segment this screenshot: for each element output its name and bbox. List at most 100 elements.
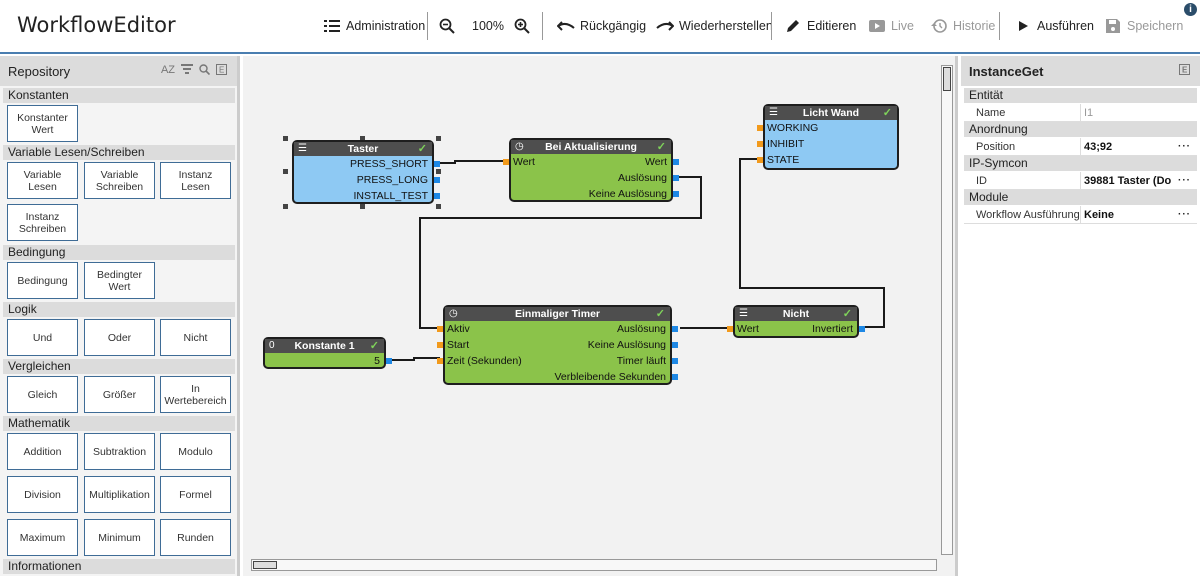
input-pin[interactable]	[437, 326, 443, 332]
vertical-scroll-thumb[interactable]	[943, 67, 951, 91]
more-button[interactable]: ···	[1178, 141, 1191, 152]
prop-row-id[interactable]: ID 39881 Taster (Do ···	[964, 172, 1197, 190]
run-button[interactable]: Ausführen	[1013, 15, 1094, 37]
input-pin[interactable]	[503, 159, 509, 165]
zoom-in-button[interactable]	[512, 15, 536, 37]
repo-item-instanz-lesen[interactable]: Instanz Lesen	[160, 162, 231, 199]
input-pin[interactable]	[727, 326, 733, 332]
undo-button[interactable]: Rückgängig	[556, 15, 646, 37]
prop-value[interactable]: 43;92	[1084, 141, 1113, 153]
category-mathematik[interactable]: Mathematik	[3, 416, 235, 431]
filter-icon[interactable]	[181, 64, 193, 78]
node-taster[interactable]: ☰Taster✓ PRESS_SHORT PRESS_LONG INSTALL_…	[292, 140, 440, 204]
repo-item-runden[interactable]: Runden	[160, 519, 231, 556]
category-logik[interactable]: Logik	[3, 302, 235, 317]
vertical-scrollbar[interactable]	[941, 65, 953, 555]
repo-item-in-wertebereich[interactable]: In Wertebereich	[160, 376, 231, 413]
repo-item-minimum[interactable]: Minimum	[84, 519, 155, 556]
horizontal-scrollbar[interactable]	[251, 559, 937, 571]
input-pin[interactable]	[757, 157, 763, 163]
zoom-out-button[interactable]	[437, 15, 461, 37]
output-pin[interactable]	[386, 358, 392, 364]
edit-button[interactable]: Editieren	[783, 15, 856, 37]
node-einmaliger-timer[interactable]: ◷Einmaliger Timer✓ Aktiv Start Zeit (Sek…	[437, 305, 678, 385]
output-timer-laeuft: Timer läuft	[616, 355, 666, 367]
repo-item-variable-lesen[interactable]: Variable Lesen	[7, 162, 78, 199]
prop-value[interactable]: I1	[1084, 107, 1094, 119]
input-pin[interactable]	[757, 141, 763, 147]
prop-value[interactable]: Keine	[1084, 209, 1114, 221]
selection-handle[interactable]	[360, 136, 365, 141]
pencil-icon	[783, 18, 803, 34]
output-pin[interactable]	[673, 191, 679, 197]
output-pin[interactable]	[672, 342, 678, 348]
repo-item-addition[interactable]: Addition	[7, 433, 78, 470]
input-pin[interactable]	[757, 125, 763, 131]
selection-handle[interactable]	[436, 204, 441, 209]
search-icon[interactable]	[199, 64, 211, 78]
repo-item-bedingter-wert[interactable]: Bedingter Wert	[84, 262, 155, 299]
category-vergleichen[interactable]: Vergleichen	[3, 359, 235, 374]
category-variable[interactable]: Variable Lesen/Schreiben	[3, 145, 235, 160]
export-icon[interactable]: E	[216, 64, 227, 78]
output-pin[interactable]	[434, 193, 440, 199]
repo-item-instanz-schreiben[interactable]: Instanz Schreiben	[7, 204, 78, 241]
input-pin[interactable]	[437, 342, 443, 348]
administration-button[interactable]: Administration	[322, 15, 425, 37]
category-informationen[interactable]: Informationen	[3, 559, 235, 574]
save-button[interactable]: Speichern	[1103, 15, 1183, 37]
export-icon[interactable]: E	[1179, 64, 1190, 78]
repo-item-und[interactable]: Und	[7, 319, 78, 356]
node-bei-aktualisierung[interactable]: ◷Bei Aktualisierung✓ Wert Wert Auslösung…	[503, 138, 679, 202]
history-button[interactable]: Historie	[929, 15, 995, 37]
output-pin[interactable]	[673, 175, 679, 181]
live-button[interactable]: Live	[867, 15, 914, 37]
run-label: Ausführen	[1037, 19, 1094, 33]
repo-item-formel[interactable]: Formel	[160, 476, 231, 513]
repo-item-gleich[interactable]: Gleich	[7, 376, 78, 413]
selection-handle[interactable]	[283, 169, 288, 174]
prop-value[interactable]: 39881 Taster (Do	[1084, 175, 1172, 187]
input-pin[interactable]	[437, 358, 443, 364]
zoom-level: 100%	[472, 15, 504, 37]
repo-item-multiplikation[interactable]: Multiplikation	[84, 476, 155, 513]
repo-item-subtraktion[interactable]: Subtraktion	[84, 433, 155, 470]
output-pin[interactable]	[434, 177, 440, 183]
output-pin[interactable]	[672, 374, 678, 380]
repo-item-konstanter-wert[interactable]: Konstanter Wert	[7, 105, 78, 142]
repo-item-modulo[interactable]: Modulo	[160, 433, 231, 470]
output-pin[interactable]	[672, 326, 678, 332]
output-pin[interactable]	[859, 326, 865, 332]
node-nicht[interactable]: ☰Nicht✓ Wert Invertiert	[727, 305, 865, 338]
repo-item-groesser[interactable]: Größer	[84, 376, 155, 413]
node-title: Konstante 1	[294, 340, 355, 352]
selection-handle[interactable]	[436, 169, 441, 174]
more-button[interactable]: ···	[1178, 209, 1191, 220]
prop-row-name[interactable]: Name I1	[964, 104, 1197, 122]
output-pin[interactable]	[434, 161, 440, 167]
repo-item-variable-schreiben[interactable]: Variable Schreiben	[84, 162, 155, 199]
output-pin[interactable]	[673, 159, 679, 165]
horizontal-scroll-thumb[interactable]	[253, 561, 277, 569]
repo-item-oder[interactable]: Oder	[84, 319, 155, 356]
prop-row-workflow[interactable]: Workflow Ausführung Keine ···	[964, 206, 1197, 224]
repo-item-maximum[interactable]: Maximum	[7, 519, 78, 556]
repo-item-division[interactable]: Division	[7, 476, 78, 513]
selection-handle[interactable]	[360, 204, 365, 209]
more-button[interactable]: ···	[1178, 175, 1191, 186]
selection-handle[interactable]	[436, 136, 441, 141]
selection-handle[interactable]	[283, 204, 288, 209]
category-bedingung[interactable]: Bedingung	[3, 245, 235, 260]
workflow-canvas[interactable]: ☰Taster✓ PRESS_SHORT PRESS_LONG INSTALL_…	[243, 56, 958, 576]
prop-row-position[interactable]: Position 43;92 ···	[964, 138, 1197, 156]
node-licht-wand[interactable]: ☰Licht Wand✓ WORKING INHIBIT STATE	[757, 104, 899, 170]
redo-button[interactable]: Wiederherstellen	[655, 15, 773, 37]
category-konstanten[interactable]: Konstanten	[3, 88, 235, 103]
sort-az-icon[interactable]: AZ	[160, 64, 175, 76]
output-pin[interactable]	[672, 358, 678, 364]
selection-handle[interactable]	[283, 136, 288, 141]
repo-item-nicht[interactable]: Nicht	[160, 319, 231, 356]
repo-item-bedingung[interactable]: Bedingung	[7, 262, 78, 299]
info-icon[interactable]: i	[1184, 3, 1197, 16]
